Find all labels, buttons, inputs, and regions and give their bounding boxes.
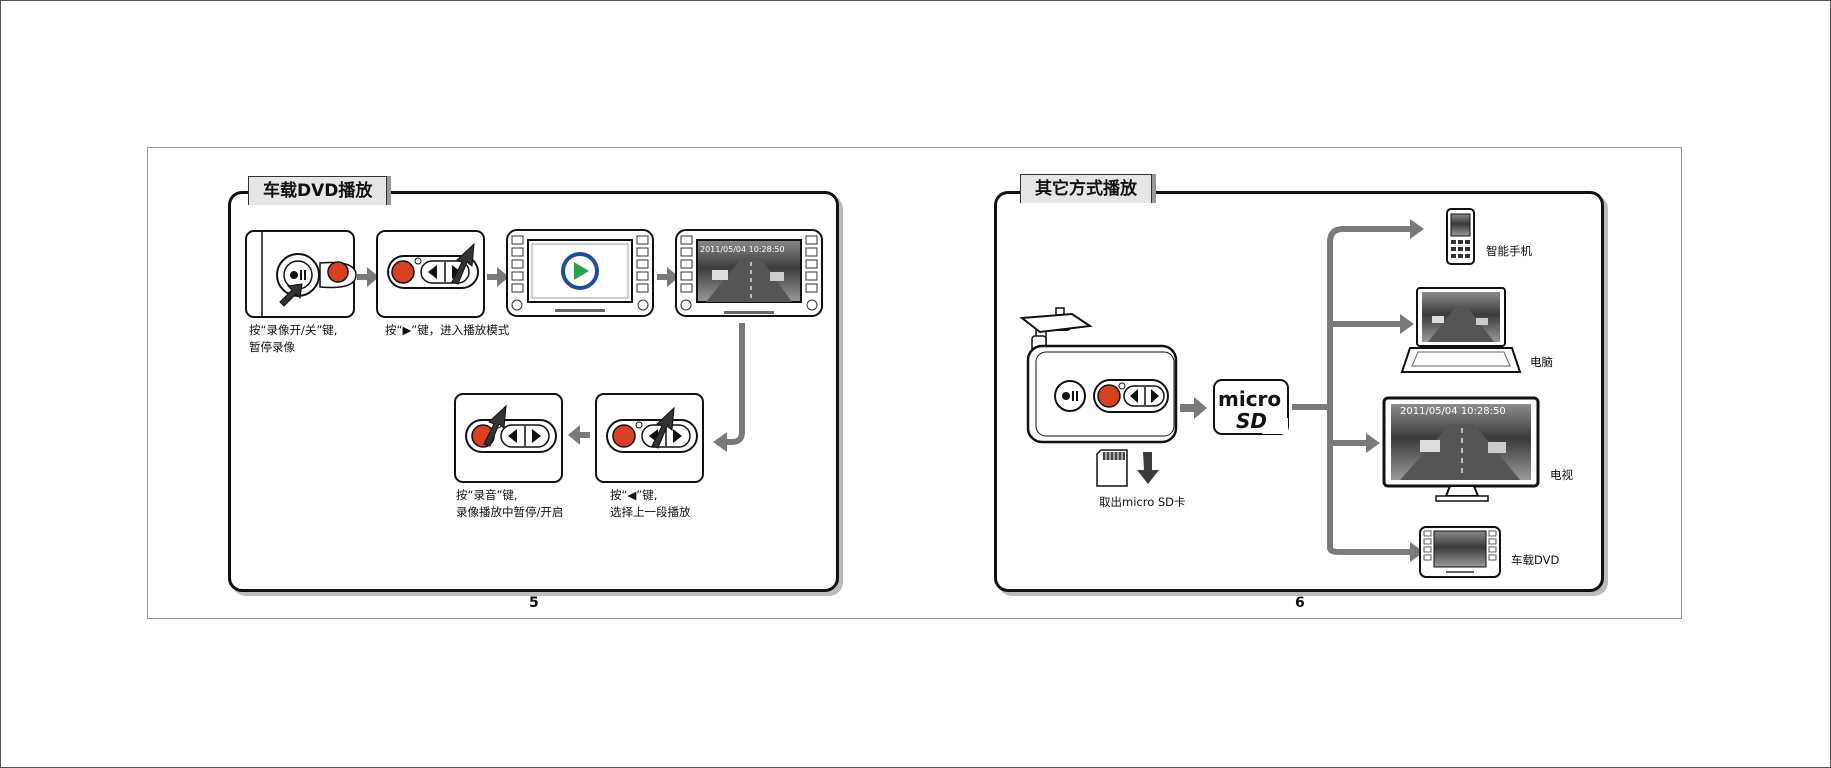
micro-sd-logo [1213, 379, 1289, 435]
target-tv-label: 电视 [1550, 468, 1573, 482]
step-audio-button-illustration [454, 393, 563, 483]
dashcam-device [1019, 307, 1178, 444]
eject-arrow-icon [1137, 452, 1159, 484]
micro-sd-card-icon [1096, 449, 1128, 487]
right-page-title: 其它方式播放 [1020, 174, 1152, 203]
step1-caption: 按“录像开/关”键, 暂停录像 [249, 323, 338, 354]
step-prev-caption: 按“◀”键, 选择上一段播放 [610, 488, 691, 519]
target-car-dvd-label: 车载DVD [1511, 553, 1560, 567]
step2-play-button-illustration [376, 230, 485, 318]
record-dot [327, 261, 349, 283]
card-eject-caption: 取出micro SD卡 [1099, 495, 1186, 509]
laptop-icon [1400, 287, 1522, 373]
step-prev-button-illustration [595, 393, 704, 483]
micro-sd-logo-top: micro [1218, 387, 1281, 411]
target-smartphone-label: 智能手机 [1486, 244, 1532, 258]
left-page-title: 车载DVD播放 [248, 176, 388, 205]
left-video-timestamp: 2011/05/04 10:28:50 [700, 245, 785, 254]
step2-caption: 按“▶”键，进入播放模式 [385, 323, 510, 337]
target-laptop-label: 电脑 [1530, 355, 1553, 369]
car-dvd-icon [1419, 526, 1501, 578]
tv-icon [1382, 396, 1540, 502]
right-page-number: 6 [1295, 595, 1305, 611]
smartphone-icon [1446, 208, 1475, 265]
left-page-number: 5 [529, 595, 539, 611]
branch-connector [1292, 219, 1424, 562]
tv-video-timestamp: 2011/05/04 10:28:50 [1400, 406, 1506, 417]
manual-spread [147, 147, 1682, 619]
step1-record-button-illustration [245, 230, 357, 318]
step-audio-caption: 按“录音”键, 录像播放中暂停/开启 [456, 488, 564, 519]
dvd-unit-play-mode [506, 229, 654, 317]
micro-sd-logo-bottom: SD [1236, 409, 1267, 433]
dvd-unit-video [675, 229, 823, 317]
